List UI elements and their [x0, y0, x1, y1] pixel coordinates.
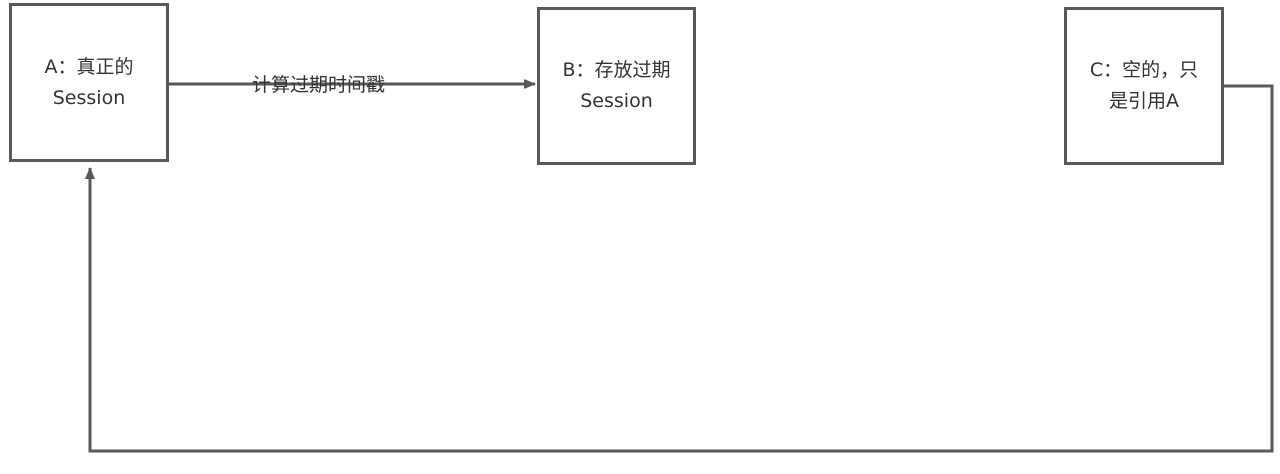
node-a-line1: A：真正的	[44, 55, 134, 78]
node-c-line1: C：空的，只	[1089, 59, 1199, 81]
node-b-line2: Session	[580, 90, 653, 112]
edge-c-to-a	[85, 84, 1274, 453]
node-c-line2: 是引用A	[1109, 90, 1179, 112]
node-c-reference: C：空的，只 是引用A	[1064, 7, 1224, 165]
node-b-expired-session: B：存放过期 Session	[537, 7, 696, 165]
node-a-line2: Session	[52, 86, 126, 109]
edge-a-to-b-label: 计算过期时间戳	[252, 74, 386, 96]
node-b-line1: B：存放过期	[562, 59, 671, 81]
node-a-real-session: A：真正的 Session	[9, 3, 169, 162]
